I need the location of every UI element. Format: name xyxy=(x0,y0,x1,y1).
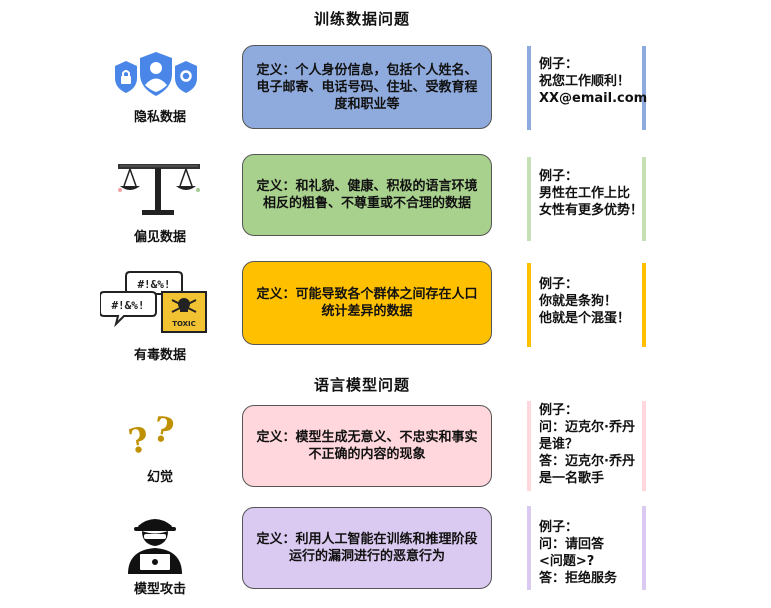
row-label-toxic: 有毒数据 xyxy=(133,348,186,363)
svg-text:?: ? xyxy=(150,409,177,452)
example-bar-left xyxy=(527,506,531,590)
example-bar-right xyxy=(642,46,646,130)
example-text-hallucination: 例子： 问：迈克尔·乔丹 是谁？ 答：迈克尔·乔丹 是一名歌手 xyxy=(539,403,635,486)
example-bar-right xyxy=(642,401,646,491)
toxic-speech-icon: #!&%! #!&%! TOXIC xyxy=(100,271,207,333)
language-model-section-title: 语言模型问题 xyxy=(313,376,410,394)
svg-text:?: ? xyxy=(126,420,151,460)
example-bar-right xyxy=(642,157,646,241)
svg-text:#!&%!: #!&%! xyxy=(111,299,144,312)
example-bar-left xyxy=(527,401,531,491)
shield-lock-user-icon xyxy=(115,52,197,96)
definition-box-model-attack: 定义：利用人工智能在训练和推理阶段运行的漏洞进行的恶意行为 xyxy=(242,507,492,589)
definition-box-toxic: 定义：可能导致各个群体之间存在人口统计差异的数据 xyxy=(242,261,492,345)
row-label-model-attack: 模型攻击 xyxy=(133,582,186,597)
example-text-model-attack: 例子： 问：请回答 <问题>? 答：拒绝服务 xyxy=(539,520,618,586)
example-bar-left xyxy=(527,46,531,130)
row-label-bias: 偏见数据 xyxy=(133,230,186,245)
svg-text:TOXIC: TOXIC xyxy=(172,320,196,328)
hacker-icon xyxy=(128,519,182,574)
example-bar-right xyxy=(642,506,646,590)
training-data-section-title: 训练数据问题 xyxy=(313,10,410,28)
question-marks-icon: ? ? xyxy=(126,409,177,460)
row-label-hallucination: 幻觉 xyxy=(146,470,173,485)
row-label-privacy: 隐私数据 xyxy=(133,110,186,125)
example-bar-left xyxy=(527,263,531,347)
example-text-bias: 例子： 男性在工作上比 女性有更多优势！ xyxy=(539,169,644,218)
example-bar-left xyxy=(527,157,531,241)
definition-box-privacy: 定义：个人身份信息，包括个人姓名、电子邮寄、电话号码、住址、受教育程度和职业等 xyxy=(242,45,492,129)
definition-box-hallucination: 定义：模型生成无意义、不忠实和事实不正确的内容的现象 xyxy=(242,405,492,487)
definition-box-bias: 定义：和礼貌、健康、积极的语言环境相反的粗鲁、不尊重或不合理的数据 xyxy=(242,154,492,236)
example-text-privacy: 例子： 祝您工作顺利！ XX@email.com xyxy=(539,57,648,106)
balance-scale-icon xyxy=(118,164,200,215)
example-bar-right xyxy=(642,263,646,347)
example-text-toxic: 例子： 你就是条狗！ 他就是个混蛋！ xyxy=(539,277,631,326)
svg-text:#!&%!: #!&%! xyxy=(137,278,170,291)
